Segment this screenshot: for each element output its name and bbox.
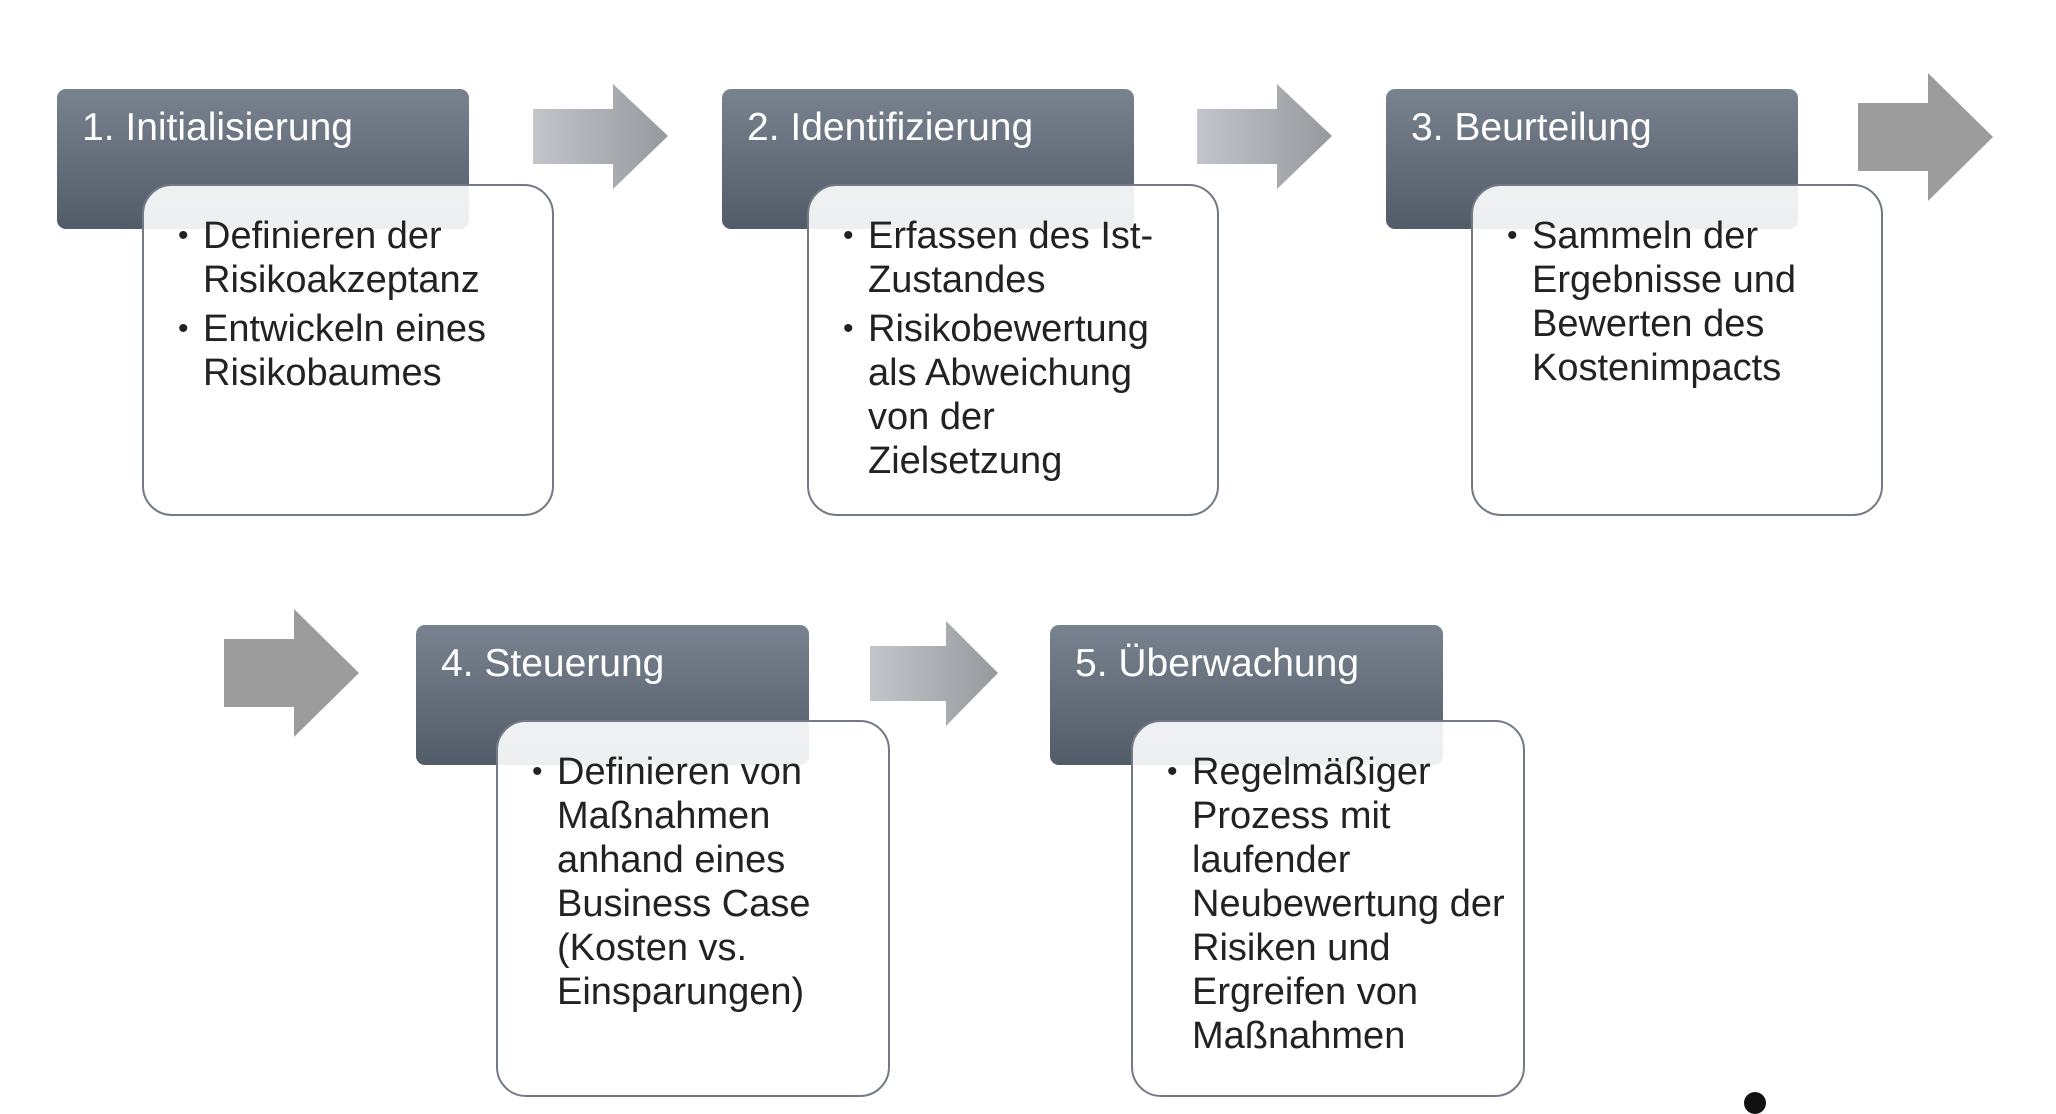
- step-4-list: Definieren von Maßnahmen anhand eines Bu…: [532, 750, 870, 1014]
- step-5-card: Regelmäßiger Prozess mit laufender Neube…: [1131, 720, 1525, 1097]
- step-4-header: 4. Steuerung: [416, 625, 809, 765]
- step-4-title: 4. Steuerung: [441, 642, 665, 685]
- arrow-right-icon: [1858, 73, 1993, 201]
- arrow-right-icon: [533, 84, 668, 189]
- step-1-list: Definieren der Risikoakzeptanz Entwickel…: [178, 214, 534, 395]
- step-2-list: Erfassen des Ist-Zustandes Risikobewertu…: [843, 214, 1199, 483]
- list-item: Risikobewertung als Abweichung von der Z…: [843, 307, 1199, 483]
- arrow-right-icon: [224, 609, 359, 737]
- step-5-title: 5. Überwachung: [1075, 642, 1360, 685]
- step-2-title: 2. Identifizierung: [747, 106, 1034, 149]
- step-3-title: 3. Beurteilung: [1411, 106, 1652, 149]
- list-item: Sammeln der Ergebnisse und Bewerten des …: [1507, 214, 1863, 390]
- step-3-card: Sammeln der Ergebnisse und Bewerten des …: [1471, 184, 1883, 516]
- step-5-list: Regelmäßiger Prozess mit laufender Neube…: [1167, 750, 1505, 1058]
- list-item: Definieren von Maßnahmen anhand eines Bu…: [532, 750, 870, 1014]
- step-1-title: 1. Initialisierung: [82, 106, 353, 149]
- step-2-card: Erfassen des Ist-Zustandes Risikobewertu…: [807, 184, 1219, 516]
- list-item: Regelmäßiger Prozess mit laufender Neube…: [1167, 750, 1505, 1058]
- arrow-right-icon: [1197, 84, 1332, 189]
- step-4-card: Definieren von Maßnahmen anhand eines Bu…: [496, 720, 890, 1097]
- step-3-list: Sammeln der Ergebnisse und Bewerten des …: [1507, 214, 1863, 390]
- list-item: Definieren der Risikoakzeptanz: [178, 214, 534, 302]
- step-1-card: Definieren der Risikoakzeptanz Entwickel…: [142, 184, 554, 516]
- corner-mark: [1744, 1092, 1766, 1114]
- list-item: Entwickeln eines Risikobaumes: [178, 307, 534, 395]
- arrow-right-icon: [870, 621, 998, 726]
- list-item: Erfassen des Ist-Zustandes: [843, 214, 1199, 302]
